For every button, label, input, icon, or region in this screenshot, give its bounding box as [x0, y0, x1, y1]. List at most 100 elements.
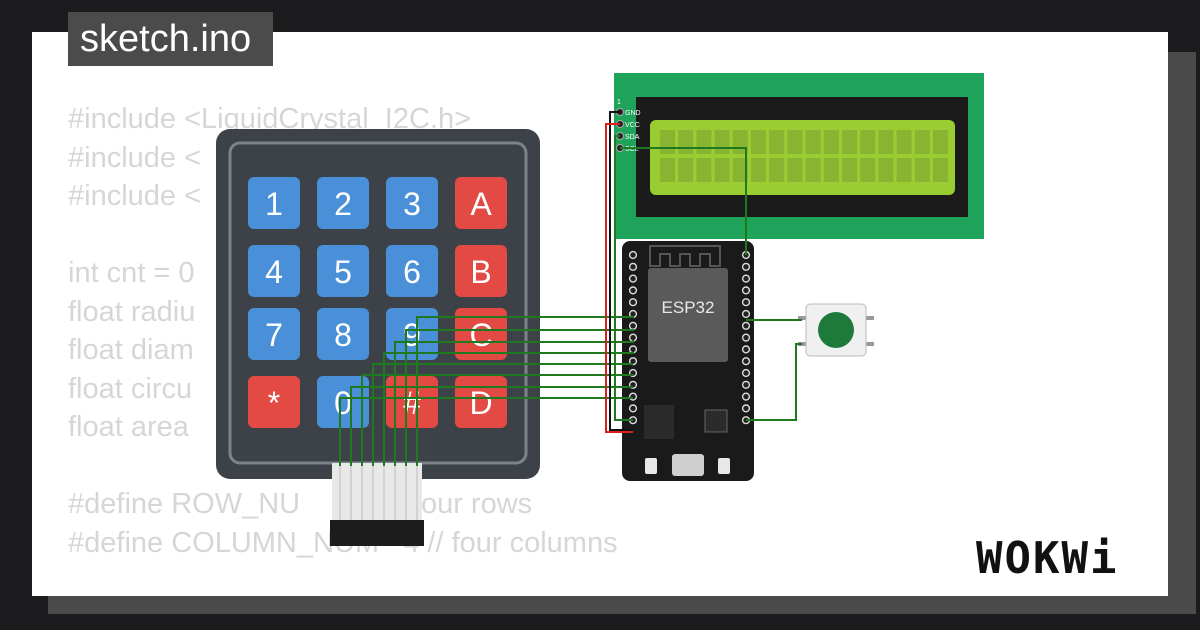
lcd-cell: [787, 130, 803, 154]
lcd-cell: [696, 130, 712, 154]
esp-pin-right: [741, 392, 751, 401]
lcd-cell: [787, 158, 803, 182]
esp-pin-right: [741, 333, 751, 342]
lcd-cell: [751, 130, 766, 154]
code-line: #include <: [68, 180, 202, 212]
wire: [620, 147, 747, 255]
key-D[interactable]: D: [455, 376, 507, 428]
key-cap: [386, 177, 438, 229]
push-button[interactable]: [798, 303, 874, 357]
key-cap: [248, 308, 300, 360]
key-label: C: [469, 317, 492, 353]
key-C[interactable]: C: [455, 308, 507, 360]
key-cap: [248, 376, 300, 428]
wire: [394, 340, 634, 466]
wire: [605, 123, 633, 433]
key-label: 4: [265, 254, 283, 290]
key-label: 6: [403, 254, 421, 290]
wire: [372, 363, 633, 466]
key-#[interactable]: #: [386, 376, 438, 428]
wire: [614, 135, 633, 421]
key-3[interactable]: 3: [386, 177, 438, 229]
esp-pin-right: [741, 286, 751, 295]
lcd-cell: [878, 130, 894, 154]
lcd-cell: [842, 130, 857, 154]
key-label: *: [268, 385, 280, 421]
code-background: #include <LiquidCrystal_I2C.h> #include <…: [68, 100, 618, 562]
lcd-screen: [650, 120, 955, 195]
key-cap: [317, 376, 369, 428]
lcd-cell: [678, 158, 694, 182]
lcd-pin-number: 1: [617, 99, 621, 106]
key-cap: [317, 245, 369, 297]
key-cap: [455, 308, 507, 360]
key-B[interactable]: B: [455, 245, 507, 297]
key-4[interactable]: 4: [248, 245, 300, 297]
antenna-trace: [649, 245, 721, 267]
key-cap: [317, 177, 369, 229]
code-line: #include <LiquidCrystal_I2C.h>: [68, 103, 472, 135]
lcd-pin-label: SDA: [625, 134, 640, 141]
wire: [383, 352, 634, 466]
code-line: float radiu: [68, 295, 196, 328]
ribbon-cable: [332, 463, 422, 523]
code-line: float circu: [68, 372, 193, 405]
key-5[interactable]: 5: [317, 245, 369, 297]
esp-pin-left: [628, 262, 638, 271]
key-8[interactable]: 8: [317, 308, 369, 360]
code-line: float diam: [68, 334, 194, 366]
wokwi-logo: WOKWi: [976, 533, 1119, 584]
lcd-cell: [896, 158, 912, 182]
esp-pin-left: [628, 345, 638, 354]
wire: [350, 386, 633, 466]
esp32-label: ESP32: [662, 298, 715, 317]
key-cap: [386, 308, 438, 360]
lcd-pin-label: SCL: [625, 146, 639, 153]
lcd-cell: [914, 130, 930, 154]
lcd-cell: [860, 130, 876, 154]
wire: [416, 316, 634, 466]
key-label: 1: [265, 186, 283, 222]
lcd-cell: [751, 158, 766, 182]
lcd-cell: [714, 130, 730, 154]
lcd-cell: [696, 158, 712, 182]
key-label: 7: [265, 317, 283, 353]
key-cap: [386, 245, 438, 297]
key-2[interactable]: 2: [317, 177, 369, 229]
key-label: D: [469, 385, 492, 421]
key-A[interactable]: A: [455, 177, 507, 229]
lcd-cell: [878, 158, 894, 182]
wire: [361, 374, 633, 466]
esp-pin-right: [741, 298, 751, 307]
key-label: 0: [334, 385, 352, 421]
wire: [609, 111, 633, 431]
wire: [746, 343, 802, 421]
key-0[interactable]: 0: [317, 376, 369, 428]
key-*[interactable]: *: [248, 376, 300, 428]
lcd-cell: [714, 158, 730, 182]
lcd-cell: [660, 158, 675, 182]
key-6[interactable]: 6: [386, 245, 438, 297]
code-line: #include <: [68, 141, 202, 174]
button-cap: [818, 312, 854, 348]
key-1[interactable]: 1: [248, 177, 300, 229]
esp32-board[interactable]: ESP32: [622, 241, 754, 481]
code-line: int cnt = 0: [68, 257, 195, 289]
usb-port: [672, 454, 704, 476]
key-cap: [386, 376, 438, 428]
lcd-cell: [823, 158, 839, 182]
esp-pin-right: [741, 274, 751, 283]
regulator-chip: [644, 405, 674, 439]
file-name-tab[interactable]: sketch.ino: [68, 12, 274, 66]
lcd-cell: [769, 158, 785, 182]
key-cap: [455, 177, 507, 229]
lcd-pin-label: GND: [625, 110, 641, 117]
key-label: B: [470, 254, 491, 290]
esp32-module: [648, 268, 728, 362]
esp-pin-left: [628, 250, 638, 260]
key-7[interactable]: 7: [248, 308, 300, 360]
key-label: 5: [334, 254, 352, 290]
